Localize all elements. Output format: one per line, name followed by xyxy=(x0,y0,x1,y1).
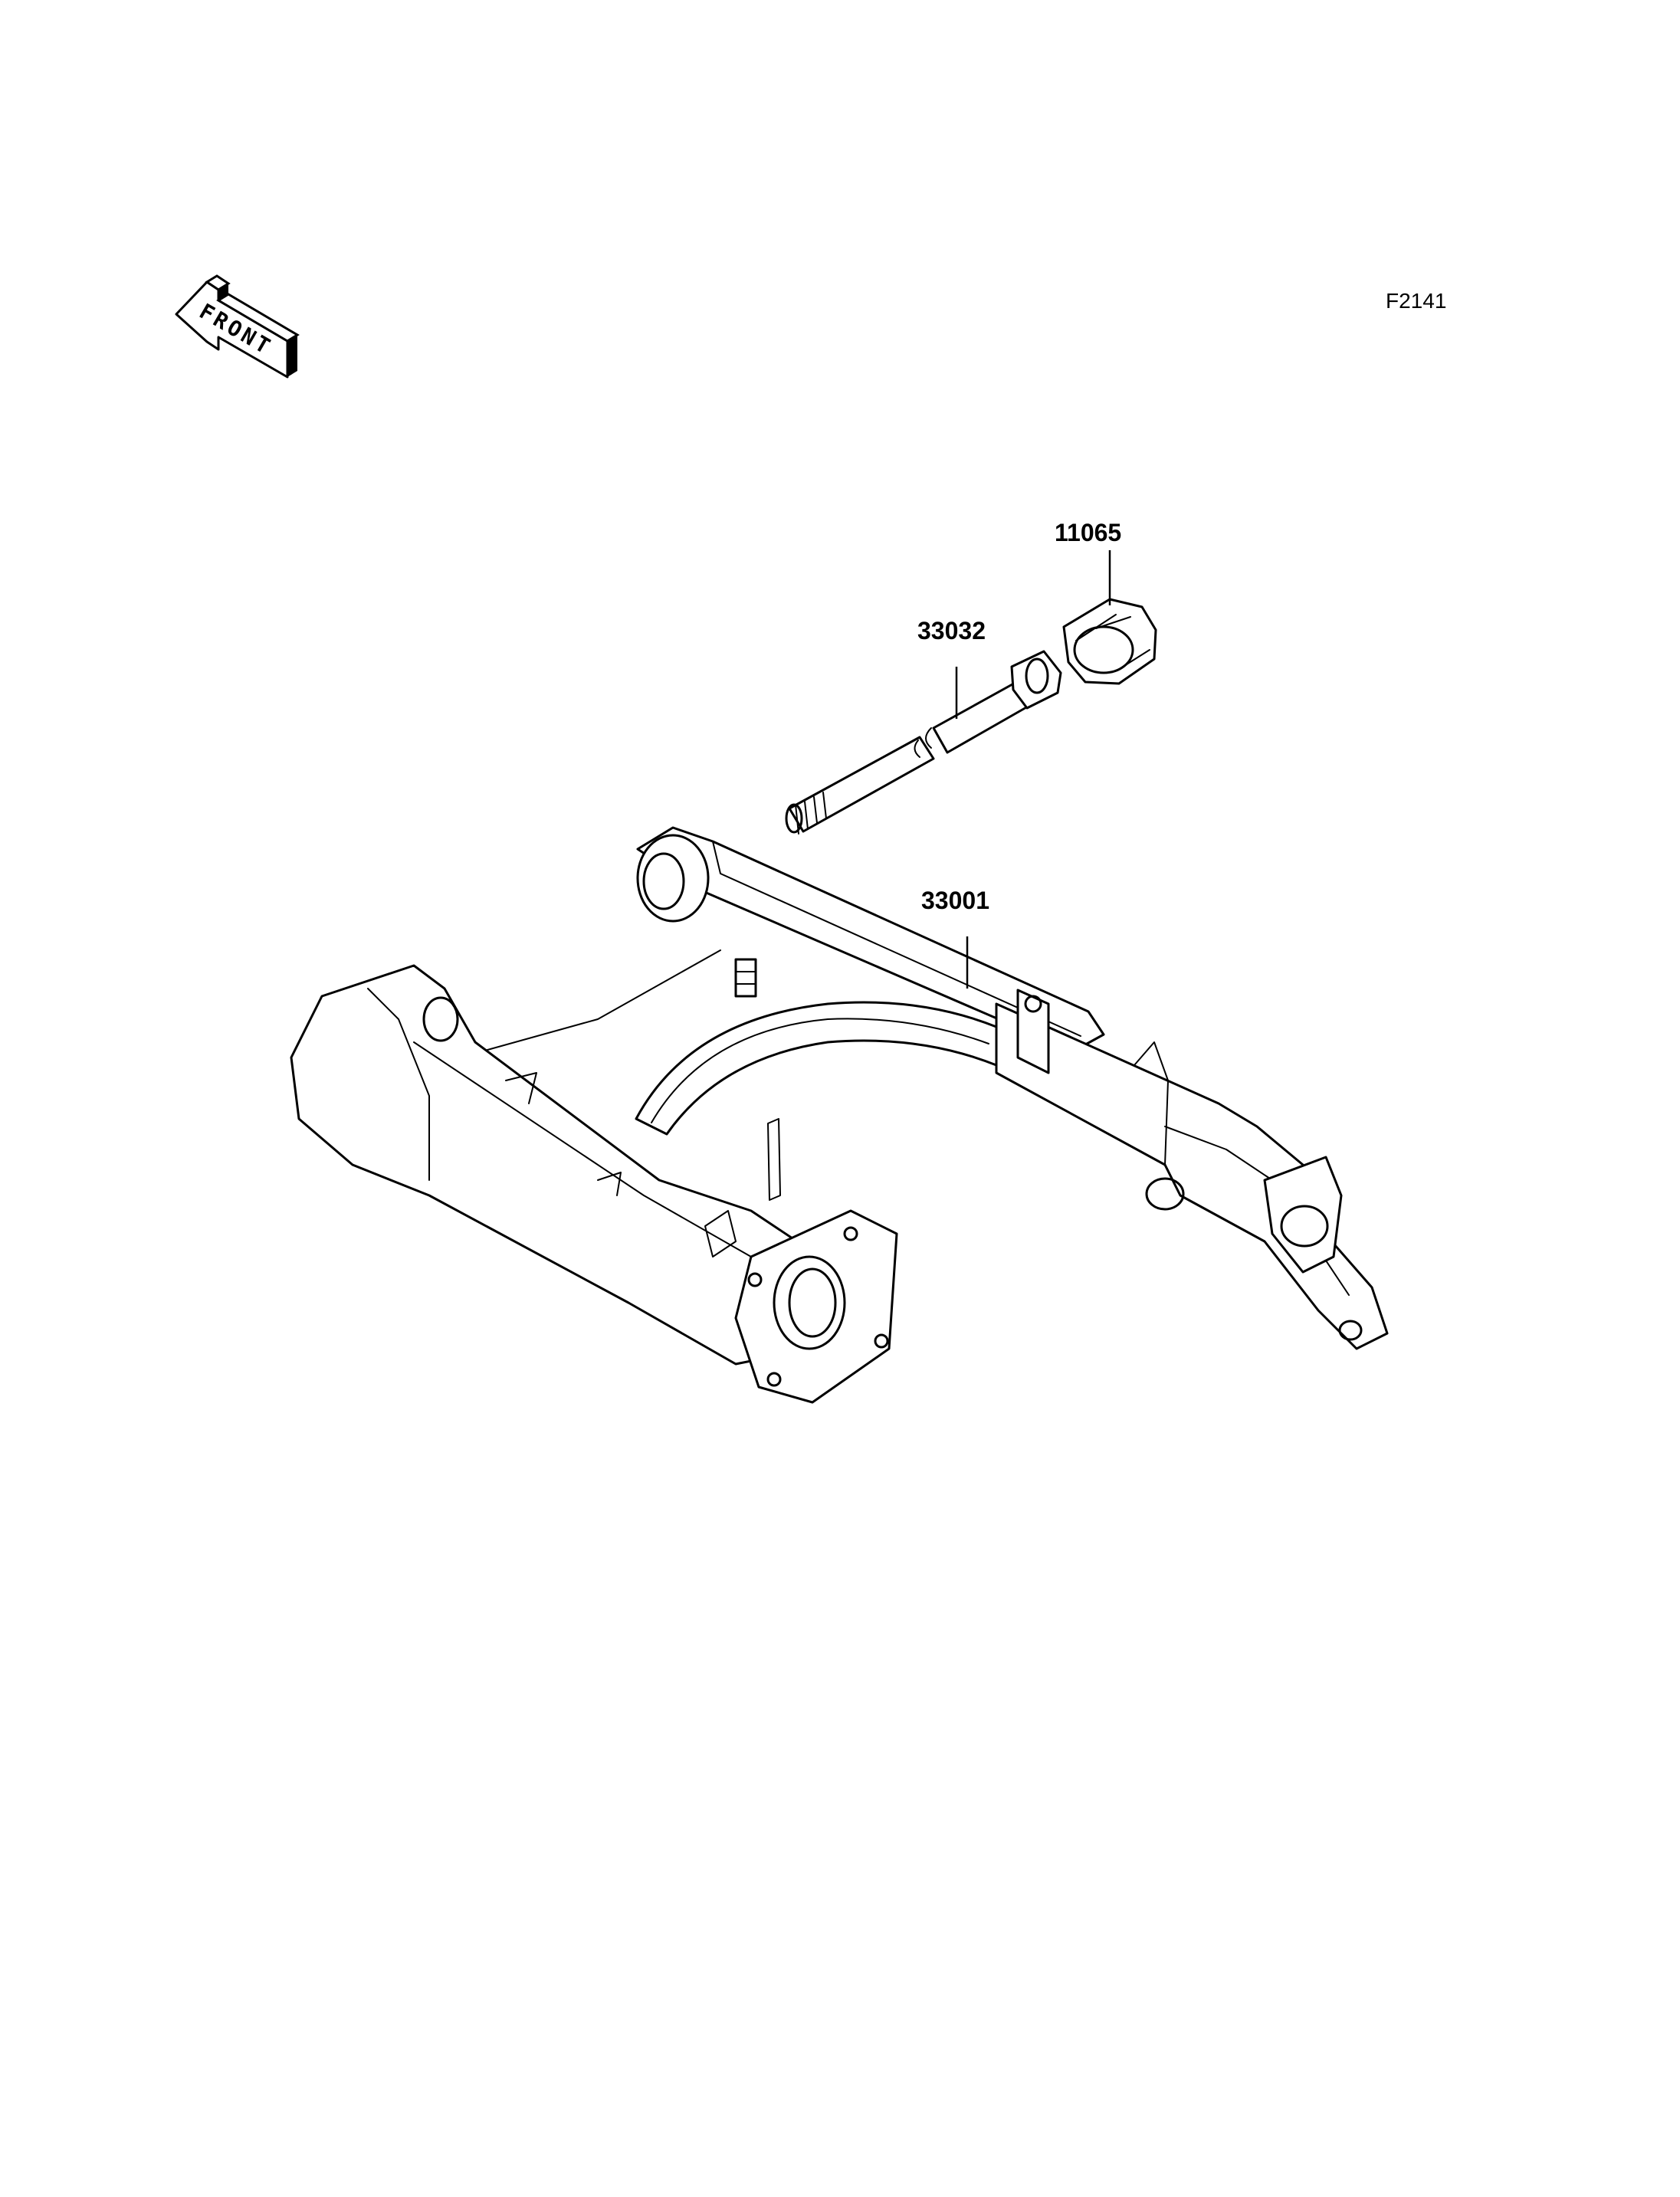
front-arrow-icon: FRONT xyxy=(175,274,300,379)
figure-code: F2141 xyxy=(1386,289,1446,313)
callout-33032: 33032 xyxy=(917,617,986,644)
bushing-11065 xyxy=(1062,550,1157,685)
callout-11065: 11065 xyxy=(1055,519,1121,546)
callout-33001: 33001 xyxy=(921,887,989,914)
pivot-shaft-33032 xyxy=(785,650,1062,835)
swingarm-33001 xyxy=(290,826,1389,1404)
